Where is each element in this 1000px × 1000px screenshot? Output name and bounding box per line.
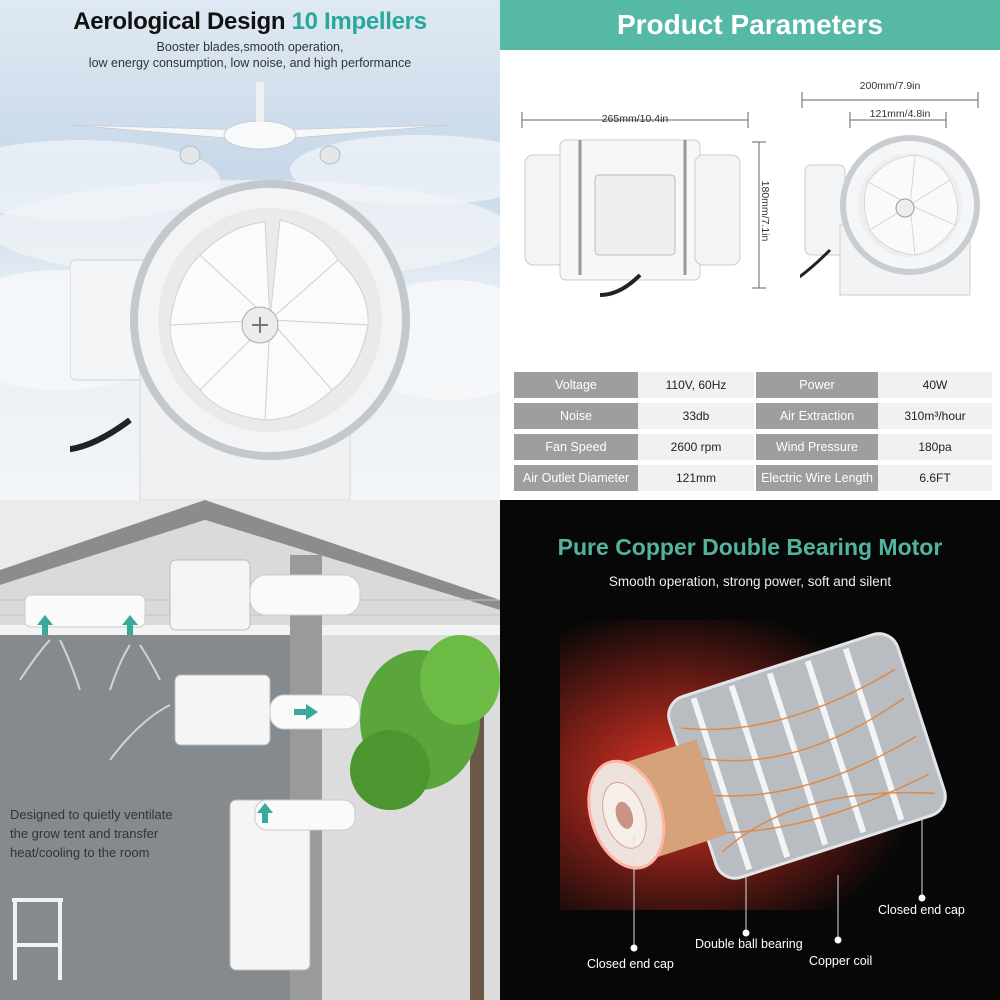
- motor-subtitle: Smooth operation, strong power, soft and…: [608, 574, 892, 589]
- callout-copper-coil: Copper coil: [809, 954, 873, 968]
- inline-fan-image: [70, 180, 410, 500]
- height-dimension-line: [752, 141, 766, 289]
- description-line-1: Designed to quietly ventilate: [10, 807, 173, 822]
- callout-closed-end-cap-left: Closed end cap: [587, 957, 674, 971]
- installation-panel: Designed to quietly ventilate the grow t…: [0, 500, 500, 1000]
- outlet-dimension-line: [849, 112, 947, 128]
- table-row: Air Outlet Diameter 121mm Electric Wire …: [514, 465, 992, 491]
- width-dimension: 200mm/7.9in: [859, 80, 921, 92]
- param-value: 180pa: [878, 434, 992, 460]
- param-label: Electric Wire Length: [756, 465, 878, 491]
- impeller-title: Aerological Design 10 Impellers: [0, 8, 500, 36]
- description-line-3: heat/cooling to the room: [10, 845, 150, 860]
- param-label: Air Outlet Diameter: [514, 465, 638, 491]
- parameters-header: Product Parameters: [500, 0, 1000, 50]
- param-label: Noise: [514, 403, 638, 429]
- table-row: Voltage 110V, 60Hz Power 40W: [514, 372, 992, 398]
- param-label: Wind Pressure: [756, 434, 878, 460]
- title-main: Aerological Design: [73, 8, 286, 35]
- impeller-subtitle-1: Booster blades,smooth operation,: [156, 40, 344, 54]
- parameters-panel: Product Parameters 265mm/10.4in 180mm/7.…: [500, 0, 1000, 500]
- param-label: Air Extraction: [756, 403, 878, 429]
- param-value: 40W: [878, 372, 992, 398]
- title-accent: 10 Impellers: [291, 8, 427, 35]
- airplane-icon: [69, 82, 451, 165]
- motor-title: Pure Copper Double Bearing Motor: [557, 534, 943, 560]
- room-illustration: [0, 500, 500, 1000]
- motor-illustration: [560, 620, 960, 910]
- table-row: Fan Speed 2600 rpm Wind Pressure 180pa: [514, 434, 992, 460]
- param-value: 6.6FT: [878, 465, 992, 491]
- param-value: 121mm: [638, 465, 754, 491]
- callout-closed-end-cap-right: Closed end cap: [878, 903, 965, 917]
- param-value: 2600 rpm: [638, 434, 754, 460]
- outlet-dimension: 121mm/4.8in: [869, 108, 931, 120]
- param-value: 310m³/hour: [878, 403, 992, 429]
- impeller-panel: Aerological Design 10 Impellers Booster …: [0, 0, 500, 500]
- callout-double-ball-bearing: Double ball bearing: [695, 937, 803, 951]
- table-row: Noise 33db Air Extraction 310m³/hour: [514, 403, 992, 429]
- param-value: 110V, 60Hz: [638, 372, 754, 398]
- param-label: Voltage: [514, 372, 638, 398]
- fan-front-view: [800, 135, 980, 296]
- param-value: 33db: [638, 403, 754, 429]
- motor-panel: Pure Copper Double Bearing Motor Smooth …: [500, 500, 1000, 1000]
- param-label: Fan Speed: [514, 434, 638, 460]
- callout-lines: [630, 820, 926, 952]
- param-label: Power: [756, 372, 878, 398]
- length-dimension-line: [521, 112, 749, 128]
- height-dimension: 180mm/7.1in: [759, 180, 771, 242]
- impeller-subtitle-2: low energy consumption, low noise, and h…: [88, 56, 412, 70]
- length-dimension: 265mm/10.4in: [601, 113, 669, 125]
- installation-description: Designed to quietly ventilate the grow t…: [10, 805, 210, 862]
- description-line-2: the grow tent and transfer: [10, 826, 159, 841]
- parameters-table: Voltage 110V, 60Hz Power 40W Noise 33db …: [514, 372, 992, 496]
- fan-side-view: [524, 139, 741, 297]
- width-dimension-line: [801, 92, 979, 108]
